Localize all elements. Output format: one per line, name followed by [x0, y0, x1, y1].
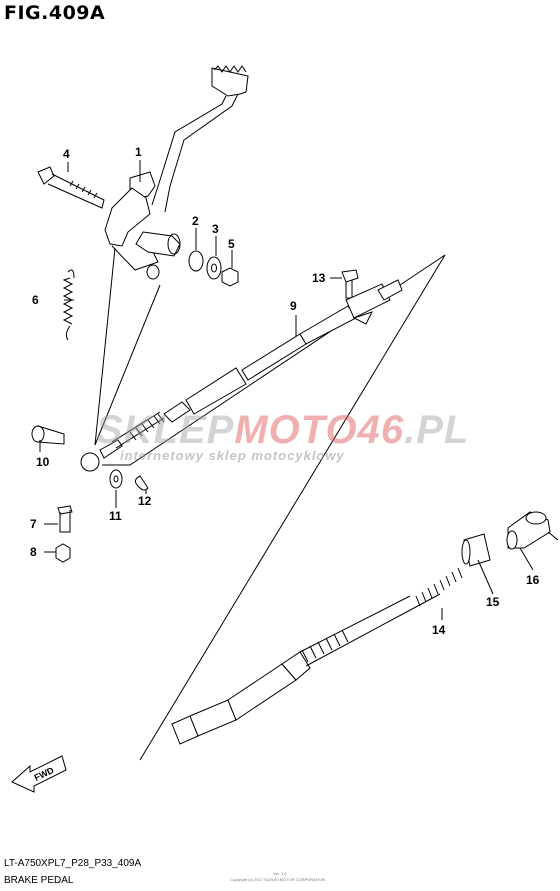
forward-arrow-icon	[11, 755, 67, 793]
callout-14: 14	[432, 623, 446, 637]
callout-numbers: 1 4 2 3 5 6 13 9 10 11 12 7 8 14 15 16	[30, 145, 540, 637]
leader-lines	[39, 160, 534, 620]
watermark-brand-a: SKLEP	[96, 408, 235, 452]
cotter-pin-part-12[interactable]	[134, 475, 149, 491]
callout-11: 11	[109, 509, 122, 523]
return-spring-part-6[interactable]	[62, 269, 75, 341]
callout-9: 9	[290, 299, 297, 313]
figure-title: FIG.409A	[4, 2, 106, 24]
callout-8: 8	[30, 545, 37, 559]
watermark-brand-c: .PL	[404, 408, 470, 452]
diagram-name: BRAKE PEDAL	[4, 875, 74, 886]
guide-lines	[94, 247, 446, 761]
callout-4: 4	[63, 147, 70, 161]
callout-3: 3	[212, 222, 219, 236]
cable-joint-part-15[interactable]	[461, 533, 491, 567]
brake-pedal-part-1[interactable]	[104, 65, 249, 280]
watermark-brand-b: MOTO46	[234, 408, 405, 452]
nut-part-8[interactable]	[55, 543, 71, 563]
bolt-part-4[interactable]	[37, 166, 105, 209]
callout-16: 16	[526, 573, 540, 587]
diagram-code: LT-A750XPL7_P28_P33_409A	[4, 858, 142, 869]
callout-6: 6	[32, 293, 39, 307]
brake-cable-part-14[interactable]	[171, 567, 463, 745]
washer-part-2[interactable]	[188, 250, 204, 272]
callout-12: 12	[138, 494, 152, 508]
callout-7: 7	[30, 517, 37, 531]
clevis-pin-part-10[interactable]	[31, 425, 65, 445]
bolt-part-7[interactable]	[57, 505, 73, 533]
cable-clevis-part-16[interactable]	[506, 511, 559, 550]
brake-cable-part-9[interactable]	[80, 279, 403, 472]
callout-13: 13	[312, 271, 326, 285]
nut-part-5[interactable]	[221, 267, 239, 287]
callout-5: 5	[228, 237, 235, 251]
copyright-notice: Copyright (c) 2017 SUZUKI MOTOR CORPORAT…	[230, 877, 326, 882]
callout-1: 1	[135, 145, 142, 159]
washer-part-3[interactable]	[206, 256, 222, 280]
bolt-part-13[interactable]	[341, 269, 359, 299]
copyright-version: Ver. 1.0	[273, 871, 287, 876]
callout-10: 10	[36, 455, 50, 469]
watermark-tagline: internetowy sklep motocyklowy	[120, 448, 345, 463]
callout-15: 15	[486, 595, 500, 609]
washer-part-11[interactable]	[109, 469, 123, 489]
watermark-brand: SKLEPMOTO46.PL	[96, 408, 469, 453]
callout-2: 2	[192, 214, 199, 228]
